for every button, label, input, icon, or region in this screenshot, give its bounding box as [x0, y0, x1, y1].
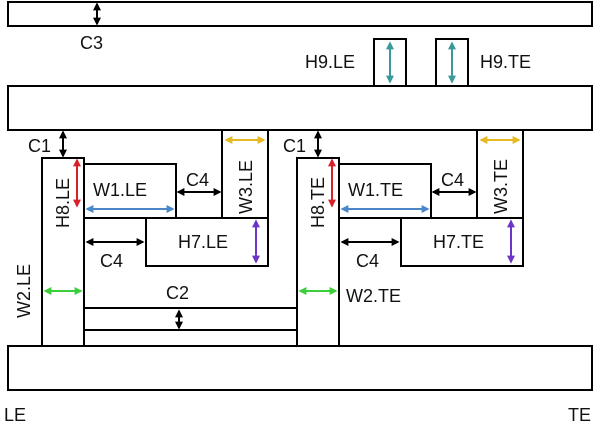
- w2-le-label: W2.LE: [14, 264, 34, 318]
- h9-te-label: H9.TE: [480, 52, 531, 72]
- w3-le-label: W3.LE: [236, 160, 256, 214]
- h8-te-label: H8.TE: [308, 177, 328, 228]
- h7-le-label: H7.LE: [178, 232, 228, 252]
- c4-le-bottom-label: C4: [100, 251, 123, 271]
- w1-te-label: W1.TE: [348, 180, 403, 200]
- bottom-bar: [7, 345, 593, 391]
- w3-te-label: W3.TE: [491, 159, 511, 214]
- w1-le-label: W1.LE: [93, 180, 147, 200]
- w2-te-label: W2.TE: [346, 286, 401, 306]
- upper-bar: [7, 85, 593, 131]
- h7-te-label: H7.TE: [433, 232, 484, 252]
- h9-le-label: H9.LE: [305, 52, 355, 72]
- c3-label: C3: [80, 33, 103, 53]
- le-label: LE: [4, 405, 26, 425]
- te-label: TE: [568, 405, 591, 425]
- te-h7-block: [400, 217, 524, 267]
- c2-label: C2: [166, 283, 189, 303]
- c2-connector: [83, 307, 298, 331]
- le-h7-block: [145, 217, 269, 267]
- c1-te-label: C1: [283, 136, 306, 156]
- top-bar: [7, 1, 593, 27]
- c4-te-bottom-label: C4: [356, 251, 379, 271]
- h8-le-label: H8.LE: [53, 178, 73, 228]
- c4-te-top-label: C4: [441, 170, 464, 190]
- c1-le-label: C1: [28, 136, 51, 156]
- c4-le-top-label: C4: [186, 170, 209, 190]
